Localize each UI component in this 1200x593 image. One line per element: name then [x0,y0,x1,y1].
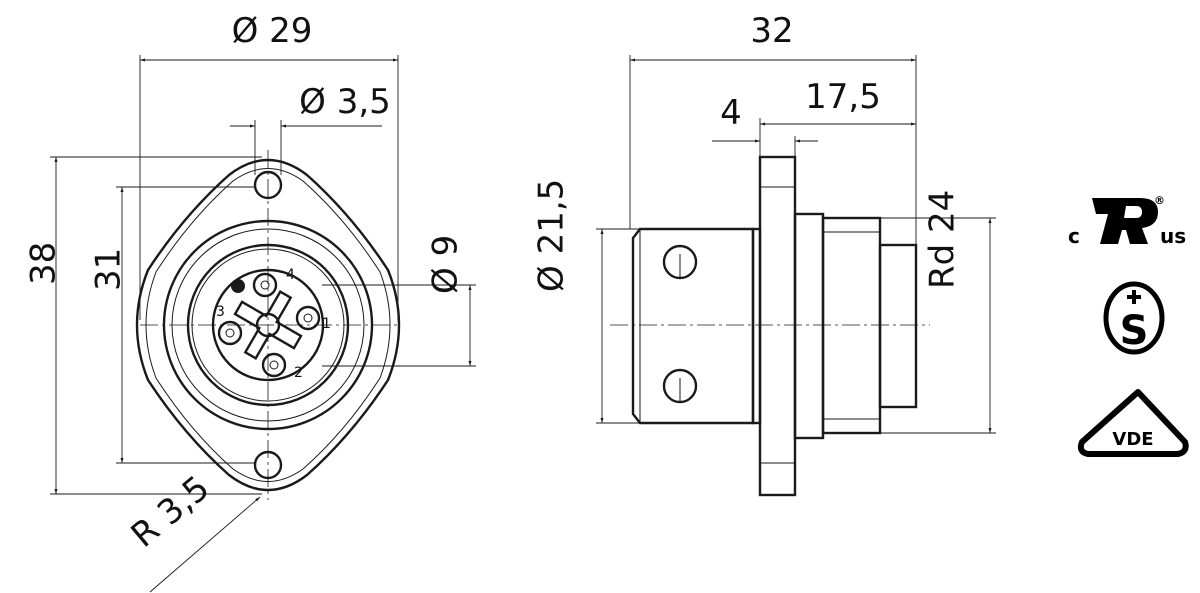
pin-label-1: 1 [322,316,331,332]
contact-1-core [303,313,313,323]
insert-ring [211,268,325,382]
dim-label-length-total: 32 [750,11,793,51]
side-view: 32 17,5 4 Ø 21,5 Rd 24 [531,11,996,497]
dim-label-body-diameter: Ø 21,5 [531,179,571,292]
dim-line-corner-radius [149,496,261,593]
dim-label-height-total: 38 [23,242,63,285]
vde-triangle [1077,389,1189,457]
housing-ring-4 [191,248,345,402]
dim-label-hole-spacing: 31 [88,248,128,291]
dim-label-flange-thickness: 4 [720,93,742,133]
vde-mark-icon: VDE [1077,389,1189,457]
collar [793,212,825,440]
ground-contact-icon [231,279,245,293]
dim-label-thread: Rd 24 [922,190,962,289]
ul-listing-icon: c us ® [1068,194,1186,248]
ul-registered-mark: ® [1154,194,1165,207]
rear-thread [878,243,918,409]
ul-symbol-counter [1124,206,1142,218]
flange-inner-outline [145,168,391,482]
contact-2 [261,352,287,378]
housing-ring-3 [186,243,350,407]
front-view: 1 2 3 4 Ø 29 Ø 3,5 38 31 Ø 9 R 3,5 [23,11,476,593]
pin-label-2: 2 [294,365,303,381]
housing-ring-2 [171,228,365,422]
ul-c-label: c [1068,224,1080,248]
contact-4-core [260,280,270,290]
contact-4 [252,272,278,298]
flange-side [758,155,797,497]
certification-marks: c us ® S VDE [1068,194,1189,457]
pin-label-4: 4 [286,267,295,283]
ul-symbol-shape [1092,198,1158,244]
dim-label-rear-length: 17,5 [805,77,881,117]
mounting-hole-top [253,170,283,200]
dim-label-corner-radius: R 3,5 [124,468,218,556]
contact-3 [217,320,243,346]
pin-label-3: 3 [216,304,225,320]
flange-seat [751,227,762,425]
center-contact [255,312,281,338]
rear-body [821,216,882,435]
mounting-hole-bottom [253,450,283,480]
semko-letter: S [1120,308,1149,354]
semko-s-mark-icon: S [1103,281,1165,355]
vde-label: VDE [1112,429,1153,450]
dim-label-flange-diameter: Ø 29 [232,11,313,51]
contact-3-core [225,328,235,338]
semko-ring [1103,281,1165,355]
dim-label-contact-circle: Ø 9 [425,235,465,294]
ul-us-label: us [1160,224,1186,248]
housing-ring-outer [162,219,374,431]
dim-label-hole-diameter: Ø 3,5 [299,82,391,122]
contact-1 [295,305,321,331]
insert-cross [233,290,303,360]
contact-2-core [269,360,279,370]
